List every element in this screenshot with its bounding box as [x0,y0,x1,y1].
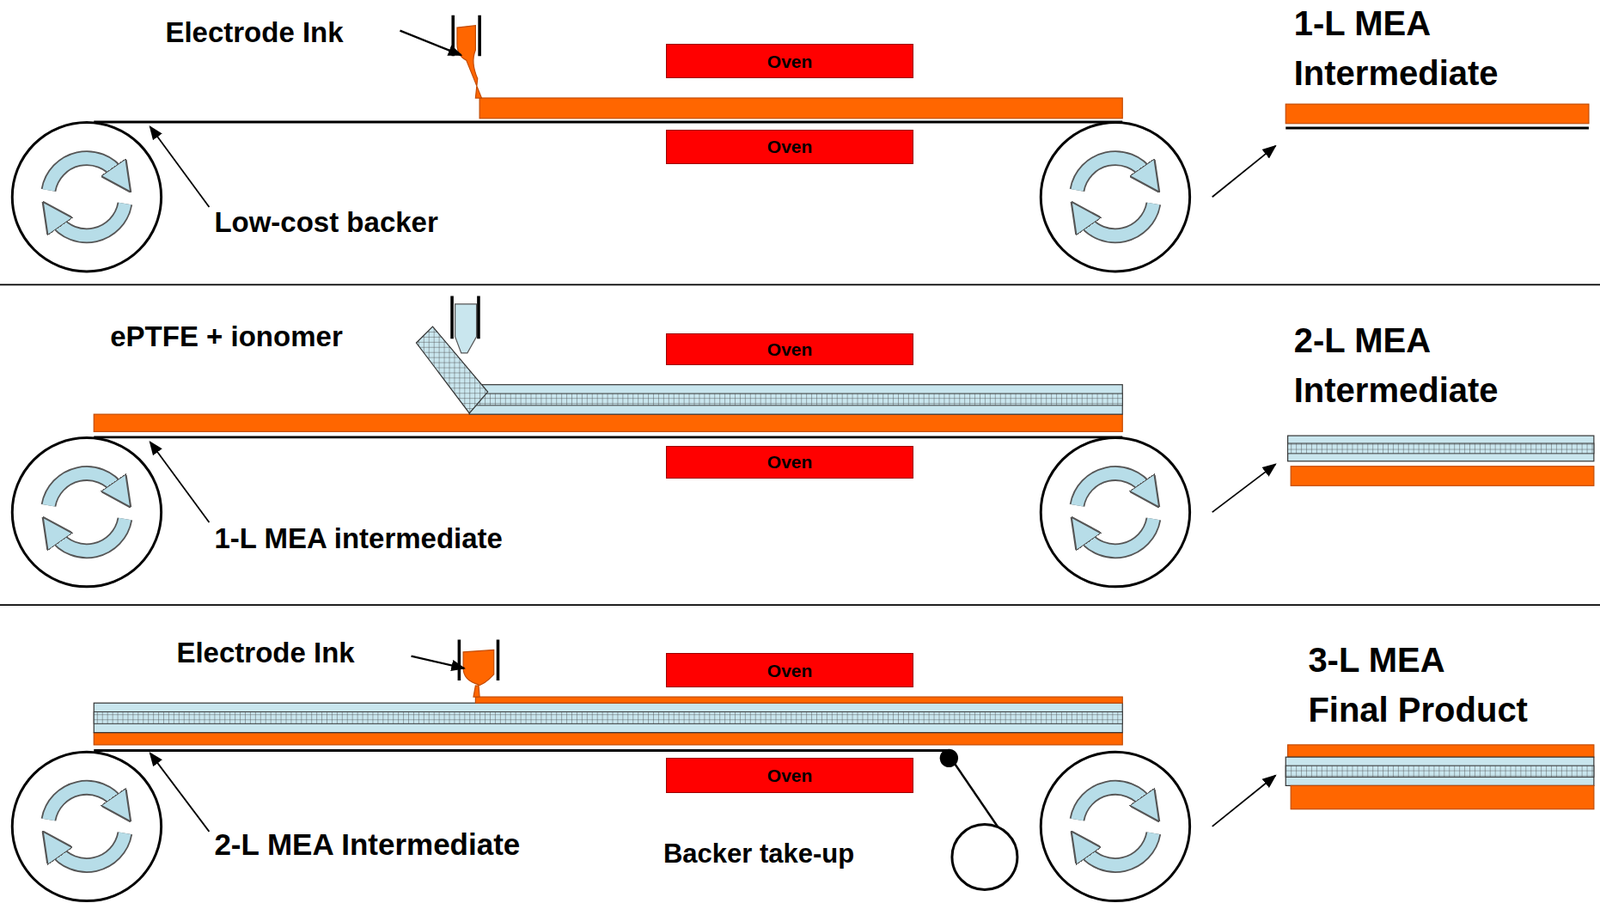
roller-circle [1040,751,1190,901]
rotation-arrow [48,473,118,506]
eptfe-mesh [93,712,1123,725]
roller [1040,751,1190,901]
oven-label: Oven [767,451,813,472]
electrode-layer [1288,745,1594,758]
electrode-layer [1285,103,1589,124]
rotation-arrow-outline [1083,833,1154,866]
output-arrow [1212,464,1277,513]
rotation-arrow-outline [1083,519,1154,551]
oven-heater: Oven [665,757,913,793]
backer-film [93,120,1123,123]
oven-label: Oven [767,339,813,360]
rotation-arrow [48,158,118,190]
electrode-ink [457,25,483,98]
electrode-layer [93,732,1123,746]
roller-circle [1040,437,1190,587]
membrane-layer [93,702,1123,733]
rotation-arrow-outline [1076,158,1147,190]
oven-heater: Oven [665,653,913,688]
eptfe-feed-strip [416,326,489,414]
oven-heater: Oven [665,333,913,366]
rotation-arrow [54,203,125,236]
product-label: 3-L MEA Final Product [1307,635,1531,735]
roller-circle [12,437,161,587]
rotation-arrow-outline [54,833,125,866]
hopper-walls [451,295,479,339]
backer-film [93,749,949,752]
ink-hopper [452,15,482,98]
oven-heater: Oven [665,129,913,165]
membrane-layer [1285,757,1594,786]
rotation-arrow [1076,787,1147,820]
process-label: 1-L MEA intermediate [213,521,503,556]
process-label: Electrode Ink [164,15,343,50]
panel-separator [0,604,1600,606]
rotation-arrow-outline [1076,473,1147,506]
membrane-layer [1288,435,1594,462]
leader-line [150,752,210,831]
ink-hopper [458,640,498,698]
backer-film [93,435,1123,439]
process-label: Low-cost backer [213,205,438,240]
oven-heater: Oven [665,445,913,479]
ionomer [455,304,477,354]
rotation-arrow [1083,203,1154,236]
roller [12,751,161,901]
rotation-arrow-outline [1076,787,1147,820]
roller-circle [1040,122,1190,272]
panel-separator [0,283,1600,286]
leader-line [150,126,210,208]
process-label: 2-L MEA Intermediate [213,826,520,863]
hopper-walls [458,640,498,682]
product-label: 1-L MEA Intermediate [1294,0,1502,98]
backer-film [1285,127,1589,130]
rotation-arrow-outline [1083,203,1154,236]
leader-line [400,30,462,56]
rotation-arrow-outline [48,158,118,190]
roller-circle [12,122,161,272]
eptfe-mesh [469,393,1123,406]
rotation-arrow-outline [48,787,118,820]
take-up-roll [952,824,1018,891]
roller [12,437,161,587]
electrode-layer [1290,785,1594,809]
rotation-arrow [54,833,125,866]
rotation-arrow [1076,158,1147,190]
output-arrow [1212,775,1277,827]
process-label: Electrode Ink [176,635,355,671]
product-label: 2-L MEA Intermediate [1294,315,1502,416]
membrane-layer [469,384,1123,415]
rotation-arrow-outline [54,519,125,551]
rotation-arrow [48,787,118,820]
electrode-layer [1290,466,1594,487]
oven-heater: Oven [665,43,913,79]
leader-line [411,656,465,669]
output-arrow [1212,146,1277,197]
oven-label: Oven [767,136,813,157]
eptfe-mesh [1285,765,1594,777]
electrode-layer [93,414,1123,432]
rotation-arrow [54,519,125,551]
oven-label: Oven [767,51,813,72]
electrode-ink [463,649,495,697]
electrode-layer [475,696,1123,703]
rotation-arrow-outline [48,473,118,506]
roller-circle [12,751,161,901]
roller [12,122,161,272]
leader-line [150,441,210,523]
rotation-arrow-outline [54,203,125,236]
process-label: ePTFE + ionomer [109,319,342,355]
rotation-arrow [1083,519,1154,551]
process-label: Backer take-up [663,837,855,870]
eptfe-mesh [1288,443,1594,454]
oven-label: Oven [767,765,813,786]
electrode-layer [479,97,1123,119]
hopper-walls [452,15,480,57]
rotation-arrow [1083,833,1154,866]
roller [1040,437,1190,587]
roller [1040,122,1190,272]
rotation-arrow [1076,473,1147,506]
oven-label: Oven [767,660,813,681]
